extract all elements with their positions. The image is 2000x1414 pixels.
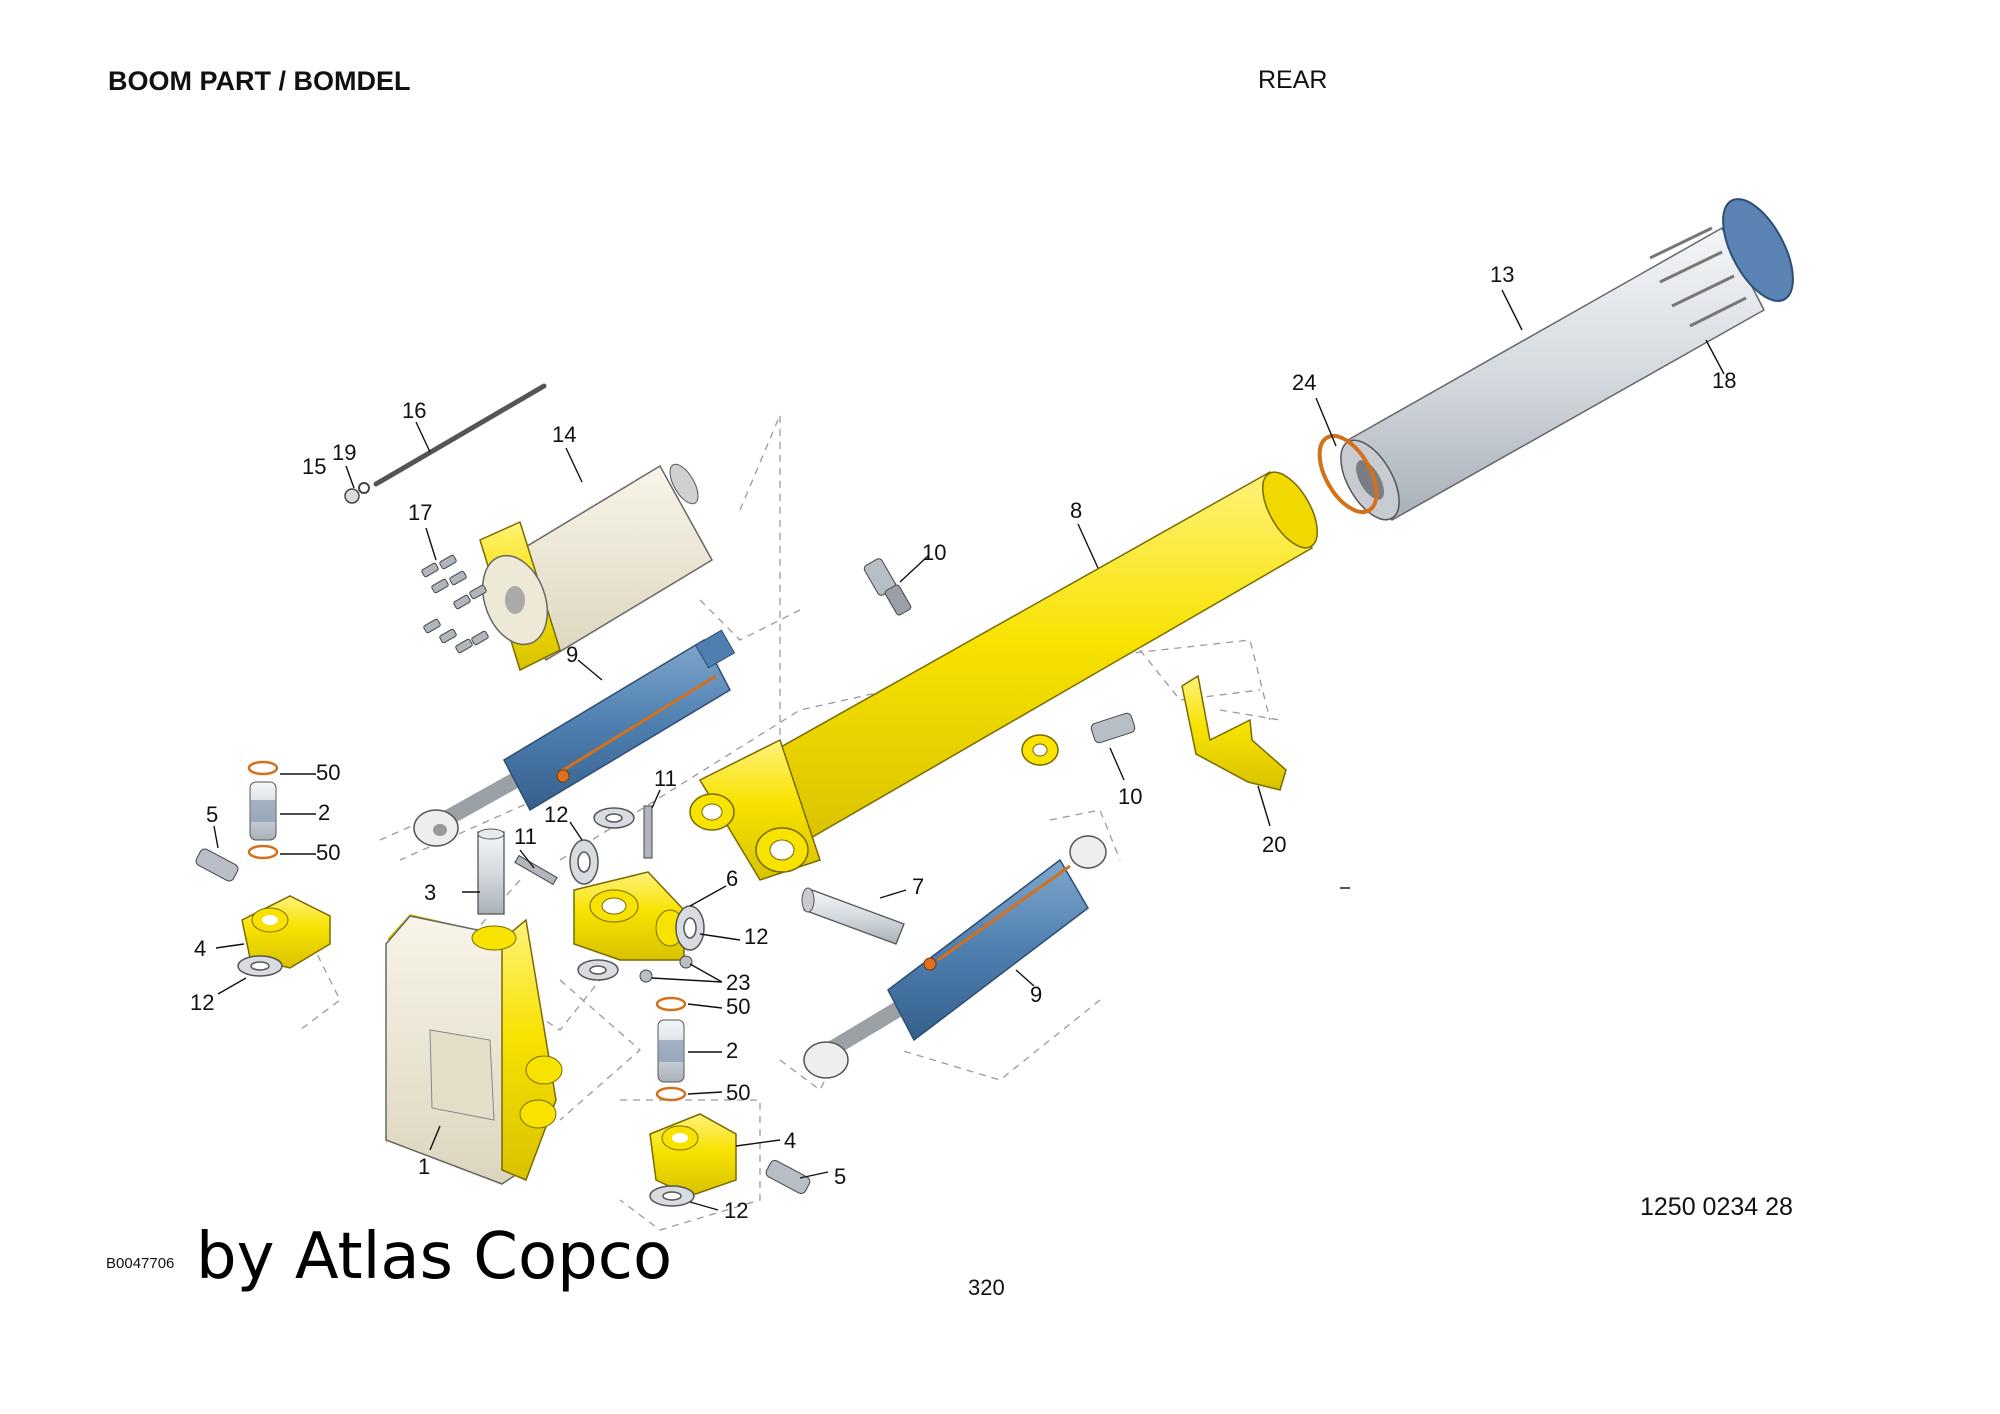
callout-1: 1	[418, 1154, 430, 1179]
callout-24: 24	[1292, 370, 1316, 395]
callout-12-d: 12	[724, 1198, 748, 1223]
part-6-bearing-housing	[573, 871, 685, 961]
callout-20: 20	[1262, 832, 1286, 857]
part-11-screw-lower	[514, 854, 558, 886]
callout-17: 17	[408, 500, 432, 525]
image-code: B0047706	[106, 1255, 175, 1272]
part-7-pin	[801, 887, 905, 945]
part-5-fitting-left	[195, 848, 239, 882]
callout-13: 13	[1490, 262, 1514, 287]
part-8-boom	[689, 470, 1318, 881]
callout-14: 14	[552, 422, 576, 447]
part-50-o-rings	[247, 760, 687, 1102]
callout-10-lower: 10	[1118, 784, 1142, 809]
callout-2-left: 2	[318, 800, 330, 825]
callout-11-lower: 11	[514, 824, 537, 849]
document-number: 1250 0234 28	[1640, 1193, 1793, 1221]
callout-2-center: 2	[726, 1038, 738, 1063]
callout-10-upper: 10	[922, 540, 946, 565]
callout-4-left: 4	[194, 936, 206, 961]
part-9-cylinder-lower	[803, 835, 1107, 1079]
callout-5-right: 5	[834, 1164, 846, 1189]
callout-50-c: 50	[726, 994, 750, 1019]
part-12-washers	[237, 807, 705, 1207]
callout-50-a: 50	[316, 760, 340, 785]
part-2-sleeve-left	[249, 781, 277, 841]
part-1-plate	[385, 914, 563, 1185]
part-16-rod	[373, 383, 547, 487]
part-23-nuts	[639, 955, 693, 983]
callout-9-upper: 9	[566, 642, 578, 667]
brand-watermark: by Atlas Copco	[196, 1220, 673, 1294]
callout-12-b: 12	[744, 924, 768, 949]
part-5-fitting-right	[765, 1159, 811, 1195]
part-9-cylinder-upper	[413, 629, 736, 847]
callout-16: 16	[402, 398, 426, 423]
callout-3: 3	[424, 880, 436, 905]
callout-50-d: 50	[726, 1080, 750, 1105]
callout-7: 7	[912, 874, 924, 899]
part-14-motor	[479, 463, 714, 672]
part-17-screws	[421, 554, 489, 654]
page-title: BOOM PART / BOMDEL	[108, 66, 411, 96]
callout-12-a: 12	[544, 802, 568, 827]
leader-lines	[213, 289, 1725, 1211]
part-24-o-ring	[1317, 434, 1379, 514]
page-number: 320	[968, 1275, 1005, 1300]
view-label: REAR	[1258, 66, 1328, 94]
callout-12-c: 12	[190, 990, 214, 1015]
callout-9-lower: 9	[1030, 982, 1042, 1007]
callout-8: 8	[1070, 498, 1082, 523]
part-2-sleeve-center	[657, 1019, 685, 1083]
callout-18: 18	[1712, 368, 1736, 393]
part-10-fitting-upper	[863, 558, 912, 616]
part-19-washer	[358, 482, 370, 494]
callout-5-left: 5	[206, 802, 218, 827]
part-3-pin	[477, 828, 505, 915]
part-4-clevis-right	[649, 1113, 737, 1197]
callout-15: 15	[302, 454, 326, 479]
part-10-fitting-lower	[1090, 712, 1136, 744]
callout-4-right: 4	[784, 1128, 796, 1153]
part-20-bracket	[1181, 674, 1287, 791]
callout-50-b: 50	[316, 840, 340, 865]
part-11-screw-upper	[643, 805, 653, 859]
callout-23: 23	[726, 970, 750, 995]
callout-11-upper: 11	[654, 766, 677, 791]
part-15-nut	[344, 488, 360, 504]
part-4-clevis-left	[241, 895, 331, 969]
callout-19: 19	[332, 440, 356, 465]
part-13-feed-tube	[1340, 198, 1794, 522]
callout-6: 6	[726, 866, 738, 891]
